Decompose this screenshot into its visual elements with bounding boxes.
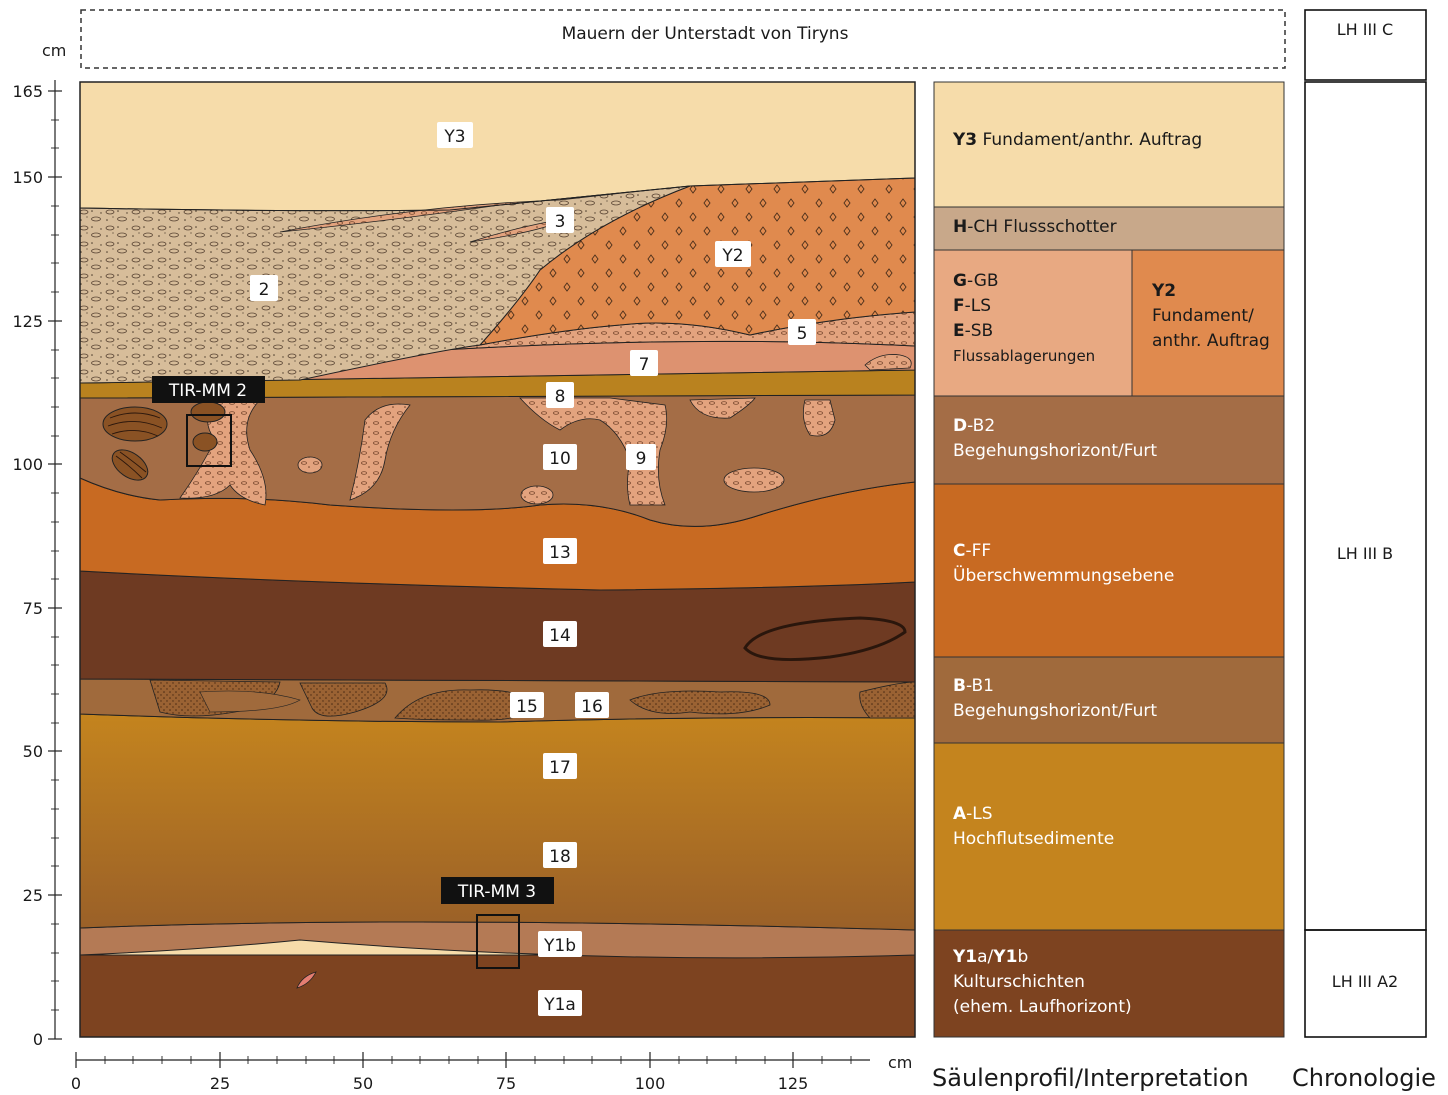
y-tick-75: 75 xyxy=(23,599,43,618)
label-10: 10 xyxy=(549,449,571,469)
x-tick-100: 100 xyxy=(635,1074,666,1093)
walls-label: Mauern der Unterstadt von Tiryns xyxy=(562,24,849,44)
label-13: 13 xyxy=(549,543,571,563)
interp-g-text: -GB xyxy=(967,271,999,291)
chronology-title: Chronologie xyxy=(1292,1064,1436,1092)
label-3: 3 xyxy=(555,212,566,232)
label-15: 15 xyxy=(516,697,538,717)
label-7: 7 xyxy=(639,355,650,375)
interp-e-text: -SB xyxy=(965,321,994,341)
sample-tag-mm2: TIR-MM 2 xyxy=(168,381,247,401)
chron-top: LH III C xyxy=(1305,20,1425,39)
lens-16 xyxy=(630,691,770,714)
pocket-9h xyxy=(521,486,553,504)
interp-h-code: H xyxy=(953,217,967,237)
interp-a-desc: Hochflutsedimente xyxy=(953,827,1114,852)
y-tick-100: 100 xyxy=(12,455,43,474)
interp-y2-line1: Fundament/ xyxy=(1152,304,1270,329)
label-y2: Y2 xyxy=(721,246,743,266)
interp-b-desc: Begehungshorizont/Furt xyxy=(953,699,1157,724)
x-tick-25: 25 xyxy=(210,1074,230,1093)
interp-c-code: C xyxy=(953,541,965,561)
label-y3: Y3 xyxy=(443,127,465,147)
interp-y1: Y1a/Y1b Kulturschichten (ehem. Laufhoriz… xyxy=(953,945,1132,1020)
interp-y1a-text: a/ xyxy=(977,947,993,967)
column-title: Säulenprofil/Interpretation xyxy=(932,1064,1249,1092)
x-tick-0: 0 xyxy=(71,1074,81,1093)
interp-d-text: -B2 xyxy=(967,416,995,436)
interp-d-desc: Begehungshorizont/Furt xyxy=(953,439,1157,464)
interp-c: C-FF Überschwemmungsebene xyxy=(953,539,1174,589)
interp-y2-code: Y2 xyxy=(1152,281,1176,301)
y-axis-unit: cm xyxy=(42,41,66,60)
pocket-9g xyxy=(298,457,322,473)
label-14: 14 xyxy=(549,626,571,646)
interp-c-desc: Überschwemmungsebene xyxy=(953,564,1174,589)
chron-bottom: LH III A2 xyxy=(1305,972,1425,991)
label-18: 18 xyxy=(549,847,571,867)
interp-a-text: -LS xyxy=(966,804,992,824)
interp-y3: Y3 Fundament/anthr. Auftrag xyxy=(953,128,1202,153)
pebble-d xyxy=(193,433,217,451)
interp-c-text: -FF xyxy=(965,541,991,561)
y-tick-125: 125 xyxy=(12,312,43,331)
interp-b-code: B xyxy=(953,676,966,696)
label-9: 9 xyxy=(636,449,647,469)
label-2: 2 xyxy=(259,280,270,300)
x-axis-unit: cm xyxy=(888,1053,912,1072)
interp-gfe: G-GB F-LS E-SB Flussablagerungen xyxy=(953,269,1095,369)
chron-mid: LH III B xyxy=(1305,544,1425,563)
label-16: 16 xyxy=(581,697,603,717)
label-y1b: Y1b xyxy=(543,936,576,956)
interp-y3-text: Fundament/anthr. Auftrag xyxy=(977,130,1202,150)
interp-gfe-desc: Flussablagerungen xyxy=(953,344,1095,369)
interp-h-text: -CH Flussschotter xyxy=(967,217,1116,237)
x-axis xyxy=(76,1052,870,1068)
pebble-c xyxy=(191,402,225,422)
interp-d-code: D xyxy=(953,416,967,436)
interp-f-text: -LS xyxy=(965,296,991,316)
pocket-9f xyxy=(724,468,784,492)
interp-h: H-CH Flussschotter xyxy=(953,215,1117,240)
y-axis xyxy=(48,80,62,1039)
interp-y1-desc: Kulturschichten xyxy=(953,970,1132,995)
interp-g-code: G xyxy=(953,271,967,291)
y-tick-165: 165 xyxy=(12,82,43,101)
label-y1a: Y1a xyxy=(543,995,576,1015)
interp-y3-code: Y3 xyxy=(953,130,977,150)
interp-y2-line2: anthr. Auftrag xyxy=(1152,329,1270,354)
y-tick-50: 50 xyxy=(23,742,43,761)
label-5: 5 xyxy=(797,324,808,344)
x-tick-75: 75 xyxy=(496,1074,516,1093)
pocket-9e xyxy=(803,400,835,436)
sample-tag-mm3: TIR-MM 3 xyxy=(457,882,536,902)
interp-a-code: A xyxy=(953,804,966,824)
interp-y1-desc2: (ehem. Laufhorizont) xyxy=(953,995,1132,1020)
x-tick-50: 50 xyxy=(353,1074,373,1093)
y-tick-150: 150 xyxy=(12,168,43,187)
chronology-column xyxy=(1305,10,1426,1037)
interp-b-text: -B1 xyxy=(966,676,994,696)
interp-d: D-B2 Begehungshorizont/Furt xyxy=(953,414,1157,464)
interp-y2: Y2 Fundament/ anthr. Auftrag xyxy=(1152,279,1270,354)
interp-f-code: F xyxy=(953,296,965,316)
y-tick-25: 25 xyxy=(23,886,43,905)
y-tick-0: 0 xyxy=(33,1030,43,1049)
interp-y1b-code: Y1 xyxy=(993,947,1017,967)
label-17: 17 xyxy=(549,758,571,778)
x-tick-125: 125 xyxy=(778,1074,809,1093)
interp-e-code: E xyxy=(953,321,965,341)
interp-a: A-LS Hochflutsedimente xyxy=(953,802,1114,852)
interp-y1a-code: Y1 xyxy=(953,947,977,967)
interp-b: B-B1 Begehungshorizont/Furt xyxy=(953,674,1157,724)
interp-y1b-text: b xyxy=(1017,947,1028,967)
label-8: 8 xyxy=(555,387,566,407)
